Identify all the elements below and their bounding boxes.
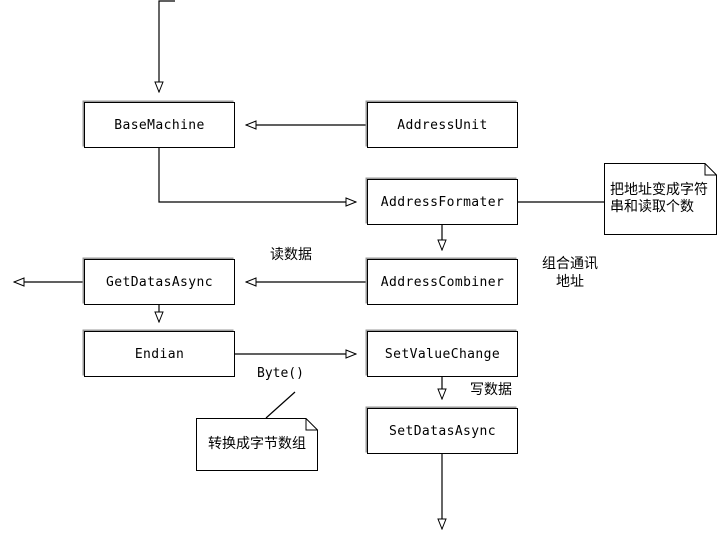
node-address-unit[interactable]: AddressUnit: [367, 102, 518, 148]
connector-top-into-base-machine: [159, 0, 175, 92]
edge-label-byte: Byte(): [257, 366, 304, 381]
node-label: GetDatasAsync: [106, 274, 213, 290]
node-label: BaseMachine: [114, 117, 205, 133]
note-bytes-description: 转换成字节数组: [196, 418, 318, 471]
connector-base-machine-to-address-formater: [158, 148, 356, 202]
node-address-formater[interactable]: AddressFormater: [367, 179, 518, 225]
note-text: 把地址变成字符串和读取个数: [610, 181, 708, 215]
node-base-machine[interactable]: BaseMachine: [84, 102, 235, 148]
node-get-datas-async[interactable]: GetDatasAsync: [84, 259, 235, 305]
edge-label-write-data: 写数据: [470, 382, 512, 398]
node-label: SetValueChange: [384, 346, 501, 362]
node-label: Endian: [134, 346, 185, 362]
node-set-value-change[interactable]: SetValueChange: [367, 331, 518, 377]
node-set-datas-async[interactable]: SetDatasAsync: [367, 408, 518, 454]
node-label: AddressUnit: [397, 117, 488, 133]
node-label: SetDatasAsync: [389, 423, 496, 439]
node-endian[interactable]: Endian: [84, 331, 235, 377]
edge-label-combine-address: 组合通讯 地址: [542, 256, 598, 290]
note-address-description: 把地址变成字符串和读取个数: [604, 163, 717, 235]
edge-label-read-data: 读数据: [270, 247, 312, 263]
note-text: 转换成字节数组: [208, 435, 306, 452]
node-label: AddressFormater: [380, 194, 505, 210]
node-label: AddressCombiner: [380, 274, 505, 290]
node-address-combiner[interactable]: AddressCombiner: [367, 259, 518, 305]
connector-byte-note-anchor: [265, 391, 296, 419]
